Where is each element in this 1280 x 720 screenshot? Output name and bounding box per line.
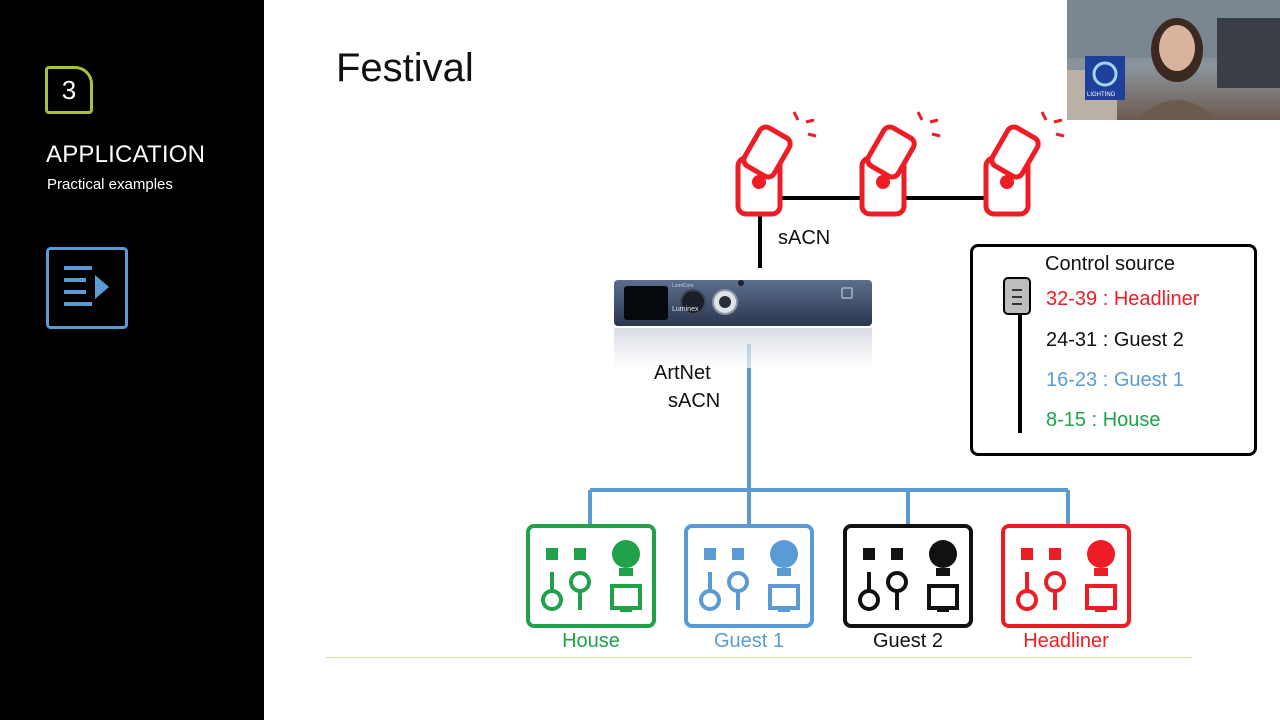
node-model-label: LumiCore <box>672 283 694 289</box>
desk-label-house: House <box>562 630 620 652</box>
legend-title: Control source <box>1045 253 1176 275</box>
section-title: APPLICATION <box>46 141 206 168</box>
sidebar: 3 APPLICATION Practical examples <box>0 0 264 720</box>
step-number-badge: 3 <box>45 66 93 114</box>
legend-item-guest-1: 16-23 : Guest 1 <box>1046 369 1184 391</box>
node-protocol-label: ArtNet <box>654 362 711 384</box>
slide-title: Festival <box>336 46 474 90</box>
presenter-image <box>1067 0 1280 120</box>
luminex-node-device <box>614 280 872 368</box>
webcam-logo-word: LIGHTING <box>1087 92 1116 98</box>
footer-divider <box>326 657 1192 658</box>
desk-label-guest-2: Guest 2 <box>872 630 944 652</box>
legend-item-headliner: 32-39 : Headliner <box>1046 288 1200 310</box>
moving-head-icon <box>983 111 1065 217</box>
lighting-desk-icon <box>526 524 656 628</box>
content-list-icon <box>46 247 128 329</box>
lighting-desk-icon <box>1001 524 1131 628</box>
desk-label-headliner: Headliner <box>1023 630 1109 652</box>
fader-track <box>1018 293 1022 433</box>
node-brand-label: Luminex <box>672 306 699 313</box>
legend-item-guest-2: 24-31 : Guest 2 <box>1046 329 1184 351</box>
lighting-desk-icon <box>684 524 814 628</box>
node-protocol-label: sACN <box>668 390 721 412</box>
moving-head-icon <box>859 111 941 217</box>
control-source-legend: Control source 32-39 : Headliner 24-31 :… <box>970 244 1257 456</box>
desk-label-guest-1: Guest 1 <box>713 630 785 652</box>
fader-knob-icon <box>1003 277 1031 315</box>
legend-item-house: 8-15 : House <box>1046 409 1161 431</box>
section-subtitle: Practical examples <box>47 176 173 193</box>
moving-head-icon <box>735 111 817 217</box>
presenter-webcam: LIGHTING <box>1067 0 1280 120</box>
lighting-desk-icon <box>843 524 973 628</box>
top-link-label: sACN <box>778 227 831 249</box>
